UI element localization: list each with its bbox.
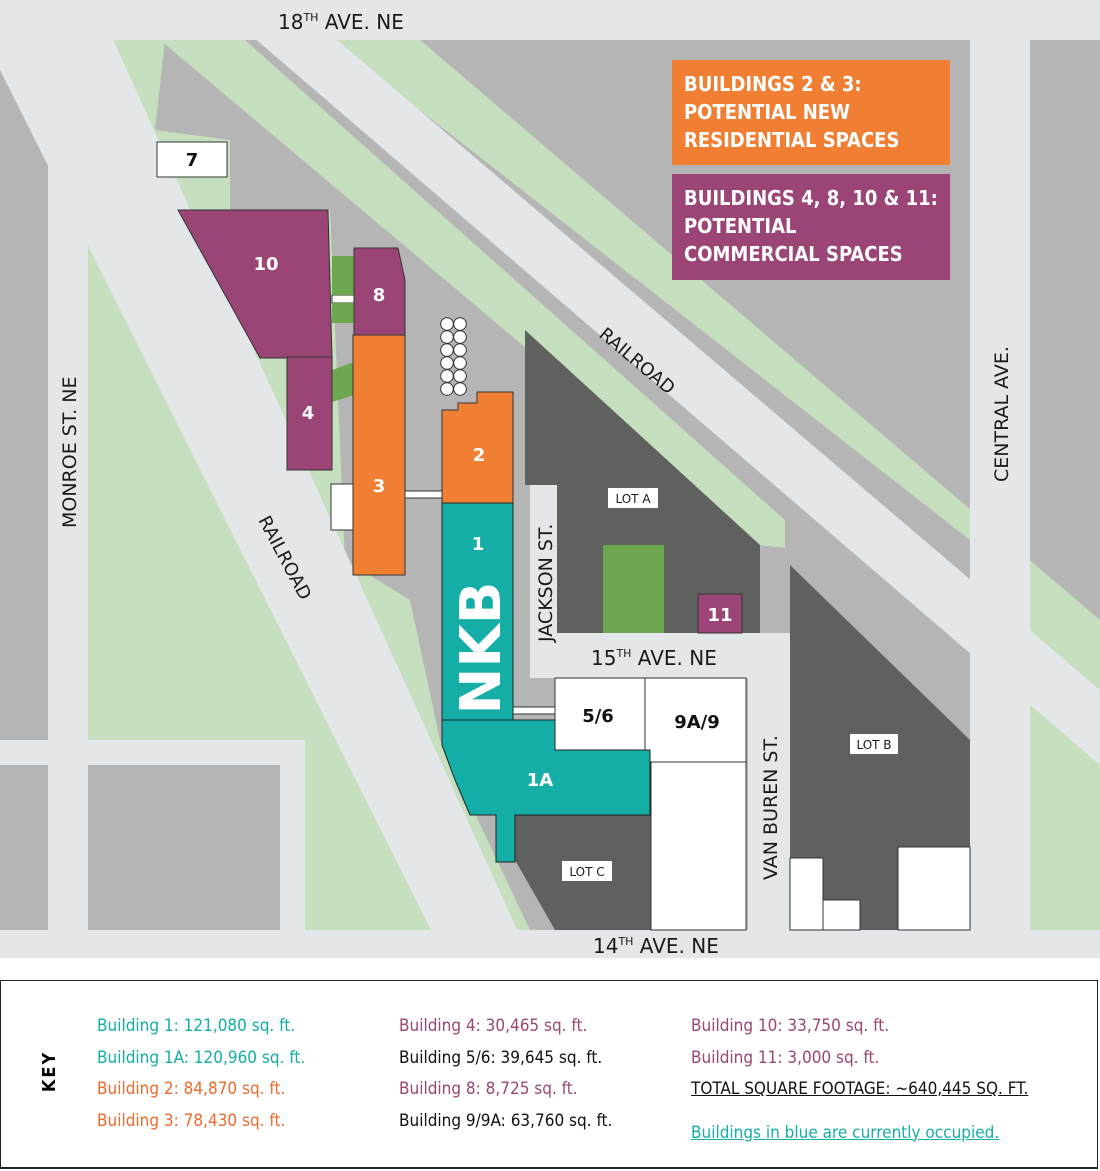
building-lot-b [822, 899, 861, 931]
callout-residential: BUILDINGS 2 & 3: POTENTIAL NEW RESIDENTI… [672, 60, 950, 165]
key-item-building-1: Building 1: 121,080 sq. ft. [97, 1016, 296, 1036]
key-item-building-8: Building 8: 8,725 sq. ft. [399, 1079, 578, 1099]
tank-icon [453, 382, 467, 396]
callout-line: RESIDENTIAL SPACES [684, 128, 900, 152]
key-item-building-4: Building 4: 30,465 sq. ft. [399, 1016, 588, 1036]
key-item-building-3: Building 3: 78,430 sq. ft. [97, 1110, 286, 1131]
callout-line: POTENTIAL NEW [684, 100, 850, 124]
key-item-building-2: Building 2: 84,870 sq. ft. [97, 1079, 286, 1099]
road-15th-ave [530, 633, 790, 678]
road-monroe-st [48, 0, 88, 958]
nkb-logo: NKB [449, 582, 514, 715]
lot-a-tag [608, 488, 658, 508]
building-9-annex [650, 761, 747, 931]
callout-line: POTENTIAL [684, 214, 797, 238]
key-occupied-note: Buildings in blue are currently occupied… [691, 1122, 1000, 1143]
building-11[interactable] [697, 593, 743, 634]
key-item-building-5-6: Building 5/6: 39,645 sq. ft. [399, 1047, 603, 1068]
road-14th-ave [0, 930, 1100, 958]
green-courtyard [332, 303, 354, 323]
skybridge [404, 490, 443, 499]
green-courtyard [332, 362, 354, 402]
key-title: KEY [39, 1050, 61, 1093]
road-central-ave [970, 0, 1030, 958]
street-14th-ave: 14TH AVE. NE [593, 934, 719, 958]
block-southwest [0, 765, 280, 958]
key-item-building-11: Building 11: 3,000 sq. ft. [691, 1047, 880, 1068]
key-column-3: Building 10: 33,750 sq. ft. Building 11:… [691, 1011, 1028, 1149]
building-8[interactable] [353, 247, 406, 336]
lot-c-tag [562, 861, 612, 881]
key-column-2: Building 4: 30,465 sq. ft. Building 5/6:… [399, 1011, 612, 1137]
callout-line: COMMERCIAL SPACES [684, 242, 903, 266]
lot-c-label: LOT C [569, 865, 604, 879]
railroad-lower-track [0, 0, 530, 958]
building-annex [330, 483, 354, 531]
key-column-1: Building 1: 121,080 sq. ft. Building 1A:… [97, 1011, 305, 1137]
key-item-building-9-9a: Building 9/9A: 63,760 sq. ft. [399, 1110, 613, 1131]
building-lot-b [789, 857, 824, 931]
building-1-label: 1 [472, 534, 485, 555]
skybridge-2 [512, 706, 556, 715]
tank-icon [440, 356, 454, 370]
green-courtyard [332, 256, 354, 295]
building-11-label: 11 [707, 605, 732, 626]
railroad-upper-track [210, 0, 1100, 765]
street-central: CENTRAL AVE. [991, 346, 1013, 482]
tank-icon [453, 317, 467, 331]
lot-a [525, 330, 760, 633]
building-1a[interactable] [441, 719, 651, 863]
lot-a-label: LOT A [615, 492, 651, 506]
tank-icon [453, 343, 467, 357]
tank-icon [440, 330, 454, 344]
building-lot-b [897, 846, 971, 931]
road-southwest [0, 740, 305, 765]
road-southwest-vertical [280, 740, 305, 958]
lot-b-tag [850, 734, 898, 754]
building-7[interactable] [156, 141, 228, 178]
tank-icon [440, 382, 454, 396]
tank-icon [453, 369, 467, 383]
building-9a-9[interactable] [644, 677, 747, 763]
building-10-label: 10 [253, 254, 278, 275]
tank-icon [453, 330, 467, 344]
tank-icon [440, 317, 454, 331]
callout-commercial: BUILDINGS 4, 8, 10 & 11: POTENTIAL COMME… [672, 174, 950, 280]
green-space-east [1030, 700, 1100, 930]
tank-icon [440, 343, 454, 357]
building-3[interactable] [352, 334, 406, 576]
callout-line: BUILDINGS 2 & 3: [684, 72, 862, 96]
building-4-label: 4 [302, 403, 315, 424]
building-2-label: 2 [473, 445, 486, 466]
building-4[interactable] [286, 356, 333, 471]
street-monroe: MONROE ST. NE [59, 377, 81, 528]
storage-tanks [440, 317, 467, 396]
callout-line: BUILDINGS 4, 8, 10 & 11: [684, 186, 938, 210]
building-1a-label: 1A [527, 770, 554, 791]
building-5-6-label: 5/6 [582, 706, 614, 727]
key-item-building-1a: Building 1A: 120,960 sq. ft. [97, 1047, 306, 1068]
skybridge-3 [331, 294, 355, 304]
tank-icon [440, 369, 454, 383]
building-1[interactable] [441, 502, 514, 724]
street-18th-ave: 18TH AVE. NE [278, 10, 404, 34]
building-3-label: 3 [373, 476, 386, 497]
map-key: KEY Building 1: 121,080 sq. ft. Building… [0, 980, 1098, 1169]
building-9a-9-label: 9A/9 [674, 712, 720, 733]
tank-icon [453, 356, 467, 370]
building-7-label: 7 [186, 150, 199, 171]
green-plot [603, 545, 664, 633]
street-15th-ave: 15TH AVE. NE [591, 646, 717, 670]
lot-b-label: LOT B [856, 738, 891, 752]
key-item-building-10: Building 10: 33,750 sq. ft. [691, 1016, 890, 1036]
street-van-buren: VAN BUREN ST. [760, 735, 782, 880]
street-jackson: JACKSON ST. [535, 524, 557, 643]
building-8-label: 8 [373, 285, 386, 306]
road-van-buren-st [748, 678, 790, 930]
key-total-footage: TOTAL SQUARE FOOTAGE: ~640,445 SQ. FT. [691, 1079, 1029, 1099]
road-18th-ave [0, 0, 1100, 40]
green-strip-lower [160, 40, 785, 548]
